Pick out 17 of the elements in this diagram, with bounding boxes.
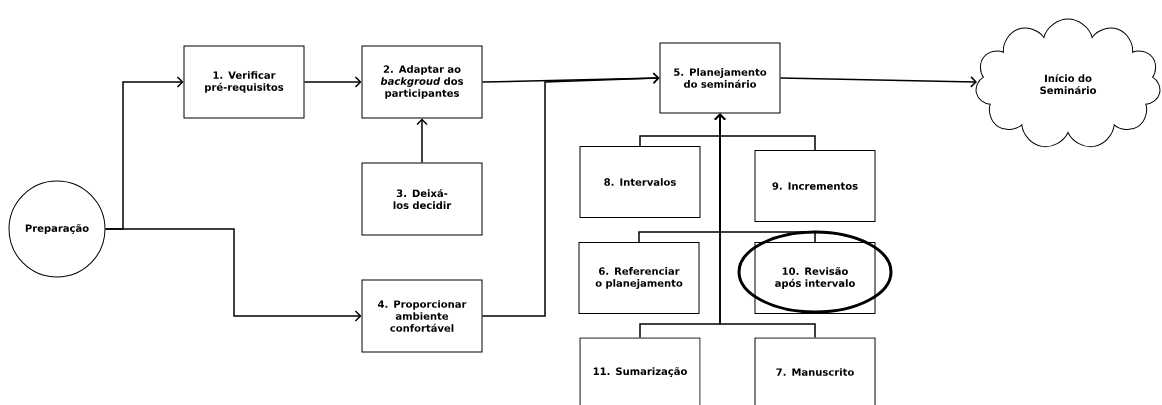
process-box: 7. Manuscrito — [754, 337, 876, 405]
arrow — [714, 113, 816, 339]
process-box: 11. Sumarização — [579, 337, 701, 405]
process-box: 4. Proporcionar ambiente confortável — [361, 279, 483, 353]
process-box: 9. Incrementos — [754, 150, 876, 222]
arrow — [104, 228, 362, 322]
process-box: 2. Adaptar ao backgroud dos participantes — [361, 45, 483, 119]
arrow — [779, 76, 977, 88]
arrow — [416, 118, 428, 164]
process-box: 8. Intervalos — [579, 146, 701, 218]
process-box: 5. Planejamento do seminário — [659, 42, 781, 114]
arrow — [303, 76, 362, 88]
process-box: 3. Deixá-los decidir — [361, 162, 483, 236]
process-box: 6. Referenciar o planejamento — [578, 242, 700, 314]
process-box: 10. Revisão após intervalo — [754, 242, 876, 314]
arrow — [481, 72, 660, 317]
process-box: 1. Verificar pré-requisitos — [183, 45, 305, 119]
